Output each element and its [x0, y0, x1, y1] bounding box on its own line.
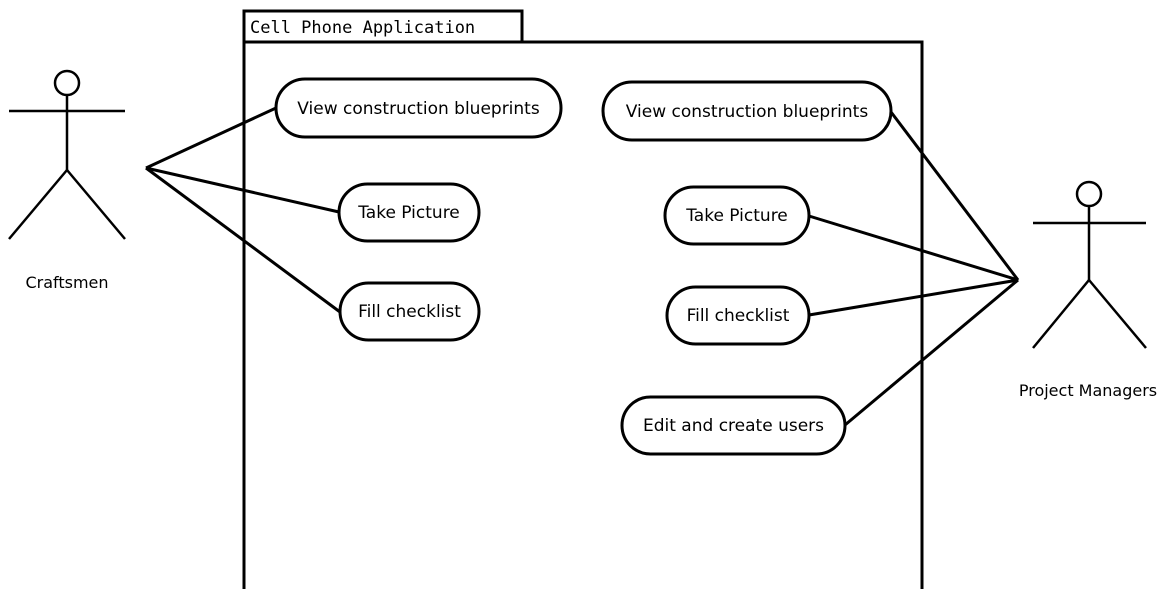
use-case-label: Edit and create users	[643, 416, 824, 436]
actor-head-icon	[1075, 180, 1103, 208]
system-label-tab	[242, 9, 524, 44]
use-case-craftsmen-take-picture[interactable]: Take Picture	[337, 182, 481, 243]
use-case-craftsmen-view-blueprints[interactable]: View construction blueprints	[274, 77, 563, 139]
actor-right-leg	[1088, 279, 1147, 349]
association-craftsmen-view-blueprints	[145, 106, 277, 170]
use-case-shape	[663, 185, 811, 246]
use-case-managers-fill-checklist[interactable]: Fill checklist	[665, 285, 811, 346]
actor-head-icon	[53, 69, 81, 97]
actor-label: Craftsmen	[25, 273, 108, 292]
actor-label: Project Managers	[1019, 381, 1157, 400]
actor-project-managers[interactable]: Project Managers	[1019, 180, 1157, 400]
use-case-shape	[601, 80, 893, 142]
use-case-shape	[620, 395, 847, 456]
use-case-shape	[337, 182, 481, 243]
actor-left-leg	[8, 169, 68, 240]
use-case-label: Fill checklist	[358, 302, 461, 322]
use-case-managers-view-blueprints[interactable]: View construction blueprints	[601, 80, 893, 142]
actor-right-leg	[66, 169, 126, 240]
association-managers-edit-users	[844, 278, 1019, 427]
use-case-label: Take Picture	[357, 203, 460, 223]
use-case-label: View construction blueprints	[297, 99, 540, 119]
use-case-label: View construction blueprints	[626, 102, 869, 122]
association-managers-fill-checklist	[808, 278, 1019, 317]
association-managers-view-blueprints	[889, 111, 1020, 281]
association-craftsmen-fill-checklist	[145, 166, 341, 314]
actor-left-leg	[1032, 279, 1090, 349]
association-craftsmen-take-picture	[145, 166, 340, 214]
use-case-managers-take-picture[interactable]: Take Picture	[663, 185, 811, 246]
association-managers-take-picture	[808, 214, 1019, 282]
use-case-shape	[274, 77, 563, 139]
use-case-label: Take Picture	[685, 206, 788, 226]
use-case-managers-edit-users[interactable]: Edit and create users	[620, 395, 847, 456]
use-case-shape	[665, 285, 811, 346]
system-label: Cell Phone Application	[250, 18, 475, 38]
actor-craftsmen[interactable]: Craftsmen	[8, 69, 126, 292]
use-case-label: Fill checklist	[687, 306, 790, 326]
use-case-craftsmen-fill-checklist[interactable]: Fill checklist	[338, 281, 481, 342]
use-case-shape	[338, 281, 481, 342]
